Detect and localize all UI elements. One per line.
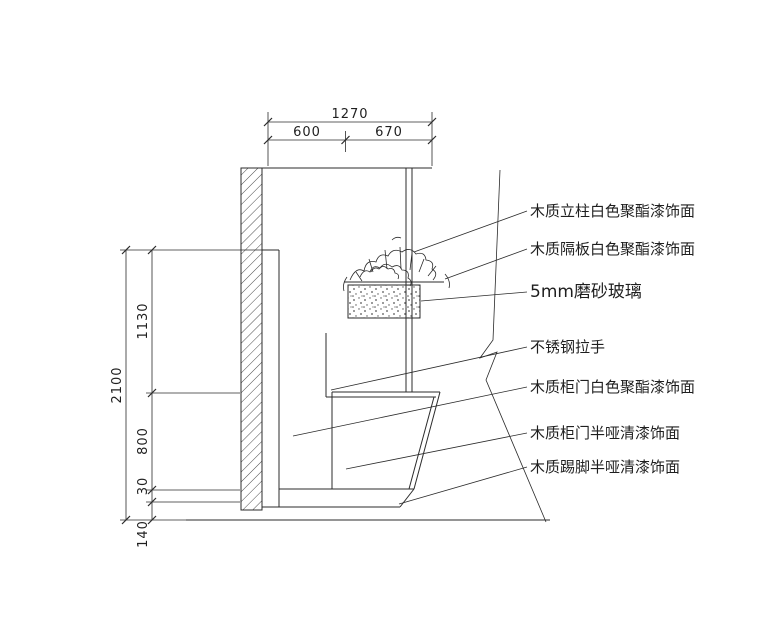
dim-text-1270: 1270	[331, 107, 368, 122]
annotation-labels: 木质立柱白色聚酯漆饰面 木质隔板白色聚酯漆饰面 5mm磨砂玻璃 不锈钢拉手 木质…	[530, 202, 695, 476]
skirting	[262, 488, 415, 508]
label-glass: 5mm磨砂玻璃	[530, 282, 642, 302]
leader-skirting	[398, 466, 528, 505]
leader-glass	[420, 291, 528, 302]
handle	[325, 333, 332, 398]
frosted-glass-rect	[347, 284, 421, 319]
leader-post	[413, 210, 528, 253]
leader-lines	[292, 210, 528, 505]
frosted-glass-panel	[347, 284, 421, 319]
label-shelf: 木质隔板白色聚酯漆饰面	[530, 240, 695, 258]
skirting-slant-line	[399, 488, 415, 508]
plant-hanging-strands	[343, 236, 450, 292]
left-dimension-lines	[120, 249, 264, 521]
label-handle: 不锈钢拉手	[530, 338, 605, 356]
leader-tall-door	[292, 386, 528, 437]
counter-slant-outer-line	[413, 391, 441, 490]
leader-handle	[330, 346, 528, 391]
wall-section-hatch	[240, 167, 263, 511]
plant-stems	[355, 246, 437, 282]
dim-text-600: 600	[293, 125, 321, 140]
label-tall-door: 木质柜门白色聚酯漆饰面	[530, 378, 695, 396]
counter-and-lower-cabinet	[279, 391, 441, 490]
dim-text-2100: 2100	[110, 366, 125, 403]
dim-text-1130: 1130	[136, 302, 151, 339]
section-break-line	[478, 169, 547, 523]
cabinet-outline	[262, 167, 444, 507]
leader-shelf	[444, 248, 528, 280]
plant-foliage-inner	[370, 266, 399, 280]
dim-text-30: 30	[136, 477, 151, 496]
label-post: 木质立柱白色聚酯漆饰面	[530, 202, 695, 220]
plant-foliage-mid	[359, 263, 412, 287]
dim-text-670: 670	[375, 125, 403, 140]
dim-text-800: 800	[136, 427, 151, 455]
top-dimension-lines	[267, 112, 433, 166]
label-lower-door: 木质柜门半哑清漆饰面	[530, 424, 680, 442]
counter-slant-inner-line	[408, 396, 435, 490]
leader-lower-door	[345, 432, 528, 470]
left-dimensions: 1130 800 30 140 2100	[110, 245, 264, 548]
dim-text-140: 140	[136, 520, 151, 548]
plant	[343, 236, 450, 292]
top-dimensions: 1270 600 670	[263, 107, 437, 166]
label-skirting: 木质踢脚半哑清漆饰面	[530, 458, 680, 476]
wall-hatch-rect	[240, 167, 263, 511]
plant-foliage-outer	[349, 249, 437, 281]
